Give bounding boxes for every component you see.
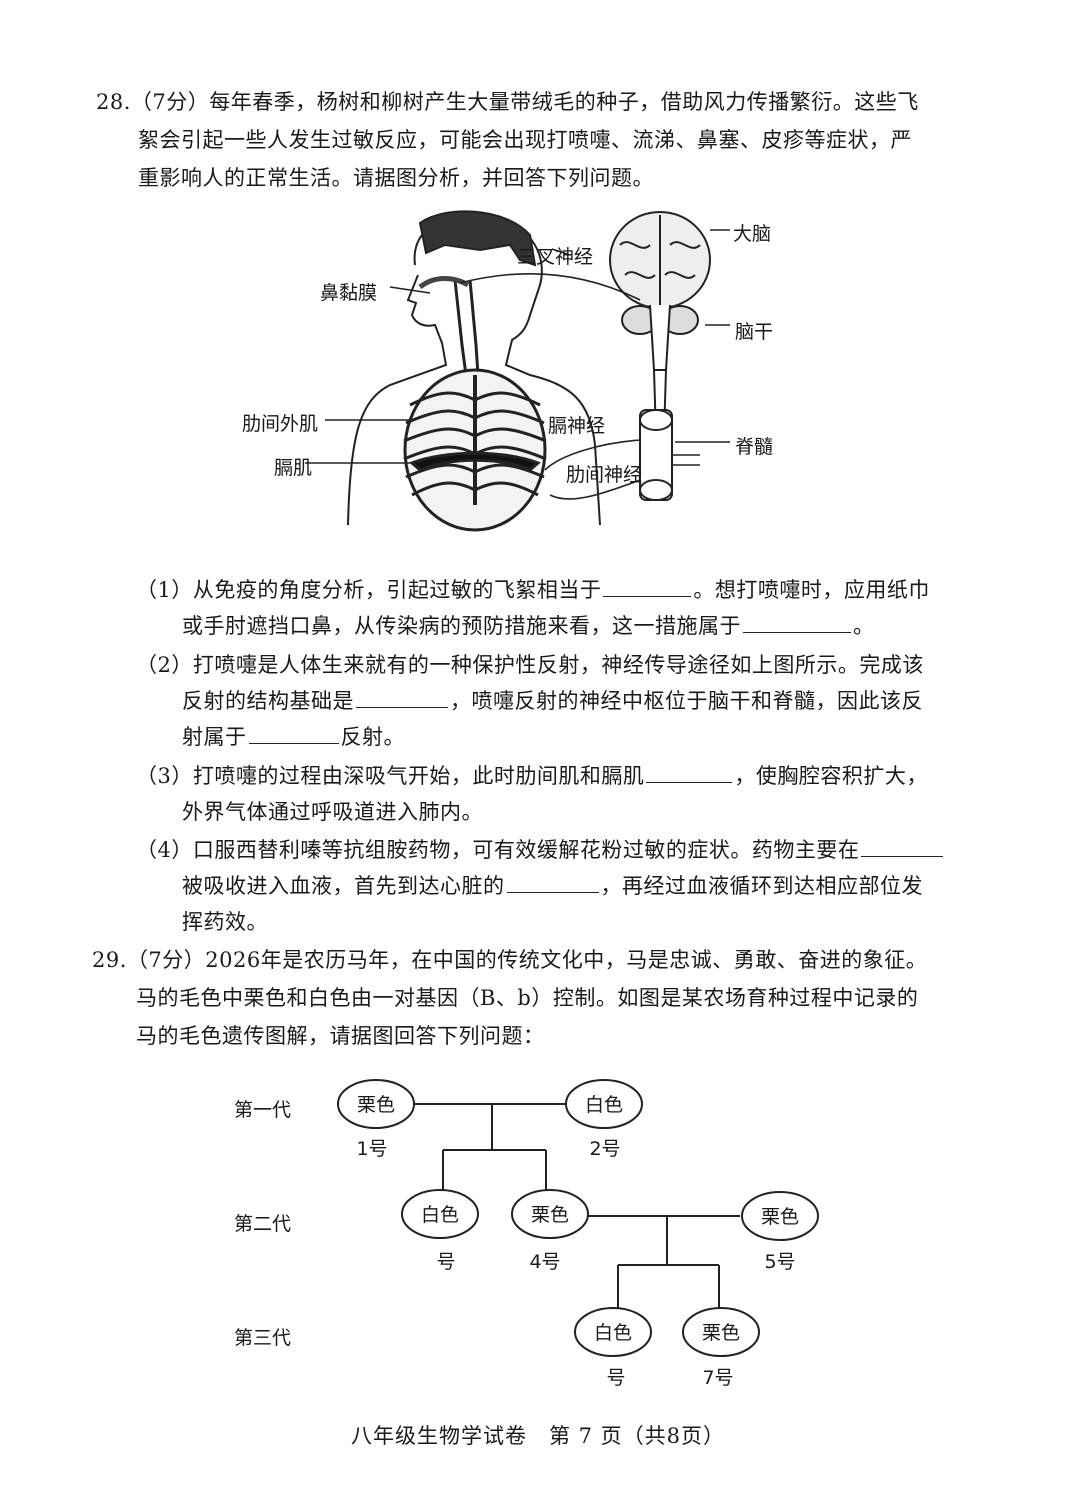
node-1-label: 1号	[356, 1138, 387, 1160]
label-spinal-cord: 脊髓	[735, 436, 774, 458]
q28-part1-line1: （1）从免疫的角度分析，引起过敏的飞絮相当于 。想打喷嚏时，应用纸巾	[136, 574, 930, 604]
label-cerebrum: 大脑	[733, 223, 772, 245]
label-phrenic-nerve: 膈神经	[548, 415, 606, 437]
q28-p4-text-a: （4）口服西替利嗪等抗组胺药物，可有效缓解花粉过敏的症状。药物主要在	[136, 838, 860, 862]
label-brainstem: 脑干	[735, 321, 774, 343]
generation-3-label: 第三代	[234, 1327, 291, 1349]
label-external-intercostal: 肋间外肌	[242, 413, 319, 435]
label-leaders	[305, 229, 730, 464]
horse-node-3	[401, 1189, 479, 1239]
q28-p4-text-b: 被吸收进入血液，首先到达心脏的	[182, 874, 505, 898]
node-5-color: 栗色	[761, 1206, 799, 1228]
label-trigeminal-nerve: 三叉神经	[517, 246, 594, 268]
horse-coat-pedigree: 栗色 白色 白色 栗色 栗色 白色 栗色 1号 2号 号 4号 5号 号 7号 …	[234, 1079, 819, 1389]
node-5-label: 5号	[764, 1251, 795, 1273]
q28-part4-line2: 被吸收进入血液，首先到达心脏的 ，再经过血液循环到达相应部位发	[182, 870, 923, 900]
q29-stem-line-2: 马的毛色中栗色和白色由一对基因（B、b）控制。如图是某农场育种过程中记录的	[136, 986, 919, 1010]
q28-part2-line1: （2）打喷嚏是人体生来就有的一种保护性反射，神经传导途径如上图所示。完成该	[136, 653, 924, 677]
nerve-pathways	[459, 248, 700, 500]
node-3-label: 号	[436, 1251, 455, 1273]
node-3-color: 白色	[421, 1204, 459, 1226]
label-intercostal-nerve: 肋间神经	[566, 464, 643, 486]
q28-part4-line1: （4）口服西替利嗪等抗组胺药物，可有效缓解花粉过敏的症状。药物主要在	[136, 834, 945, 864]
q28-p1-text-a: （1）从免疫的角度分析，引起过敏的飞絮相当于	[136, 578, 602, 602]
q28-stem-line-1: 28.（7分）每年春季，杨树和柳树产生大量带绒毛的种子，借助风力传播繁衍。这些飞	[96, 90, 919, 114]
horse-node-1	[337, 1079, 415, 1129]
pedigree-nodes	[337, 1079, 819, 1357]
q28-p2-text-d: 射属于	[182, 725, 247, 749]
answer-blank-5[interactable]	[646, 764, 733, 783]
q28-part3-line1: （3）打喷嚏的过程由深吸气开始，此时肋间肌和膈肌 ，使胸腔容积扩大，	[136, 760, 928, 790]
node-6-color: 白色	[594, 1322, 632, 1344]
generation-1-label: 第一代	[234, 1099, 291, 1121]
generation-2-label: 第二代	[234, 1213, 291, 1235]
node-7-color: 栗色	[702, 1322, 740, 1344]
q29-stem-line-1: 29.（7分）2026年是农历马年，在中国的传统文化中，马是忠诚、勇敢、奋进的象…	[92, 948, 928, 972]
q28-p1-text-b: 。想打喷嚏时，应用纸巾	[693, 578, 930, 602]
horse-node-7	[682, 1307, 760, 1357]
answer-blank-2[interactable]	[743, 614, 851, 633]
q28-p2-text-b: 反射的结构基础是	[182, 689, 354, 713]
node-4-label: 4号	[529, 1251, 560, 1273]
answer-blank-1[interactable]	[603, 578, 692, 597]
node-6-label: 号	[606, 1367, 625, 1389]
node-2-color: 白色	[585, 1094, 623, 1116]
human-figure-drawing	[347, 210, 601, 526]
q28-part1-line2: 或手肘遮挡口鼻，从传染病的预防措施来看，这一措施属于 。	[182, 610, 875, 640]
answer-blank-3[interactable]	[356, 689, 448, 708]
ribcage-drawing	[403, 368, 547, 532]
q28-p2-text-c: ，喷嚏反射的神经中枢位于脑干和脊髓，因此该反	[450, 689, 923, 713]
q28-part2-line3: 射属于 反射。	[182, 721, 405, 751]
horse-node-5	[741, 1191, 819, 1241]
q28-p1-text-d: 。	[853, 614, 875, 638]
label-nasal-mucosa: 鼻黏膜	[320, 282, 378, 304]
spinal-cord-drawing	[639, 409, 673, 501]
q28-stem-line-3: 重影响人的正常生活。请据图分析，并回答下列问题。	[138, 166, 654, 190]
page-footer: 八年级生物学试卷 第 7 页（共8页）	[350, 1424, 726, 1448]
q28-part2-line2: 反射的结构基础是 ，喷嚏反射的神经中枢位于脑干和脊髓，因此该反	[182, 685, 923, 715]
q29-stem-line-3: 马的毛色遗传图解，请据图回答下列问题：	[136, 1024, 545, 1048]
q28-part3-line2: 外界气体通过呼吸道进入肺内。	[182, 800, 483, 824]
q28-p4-text-c: ，再经过血液循环到达相应部位发	[600, 874, 923, 898]
label-diaphragm: 膈肌	[274, 457, 313, 479]
answer-blank-4[interactable]	[248, 725, 339, 744]
horse-node-4	[511, 1189, 589, 1239]
answer-blank-7[interactable]	[506, 874, 599, 893]
q28-p2-text-e: 反射。	[340, 725, 405, 749]
node-4-color: 栗色	[531, 1204, 569, 1226]
q28-p1-text-c: 或手肘遮挡口鼻，从传染病的预防措施来看，这一措施属于	[182, 614, 741, 638]
brain-drawing	[609, 211, 711, 436]
answer-blank-6[interactable]	[861, 838, 944, 857]
q28-stem-line-2: 絮会引起一些人发生过敏反应，可能会出现打喷嚏、流涕、鼻塞、皮疹等症状，严	[138, 128, 912, 152]
node-2-label: 2号	[589, 1138, 620, 1160]
horse-node-6	[574, 1307, 652, 1357]
node-7-label: 7号	[702, 1367, 733, 1389]
horse-node-2	[565, 1079, 643, 1129]
sneeze-reflex-figure	[305, 210, 730, 532]
q28-part4-line3: 挥药效。	[182, 910, 268, 934]
node-1-color: 栗色	[357, 1094, 395, 1116]
q28-p3-text-a: （3）打喷嚏的过程由深吸气开始，此时肋间肌和膈肌	[136, 764, 645, 788]
q28-p3-text-b: ，使胸腔容积扩大，	[734, 764, 928, 788]
